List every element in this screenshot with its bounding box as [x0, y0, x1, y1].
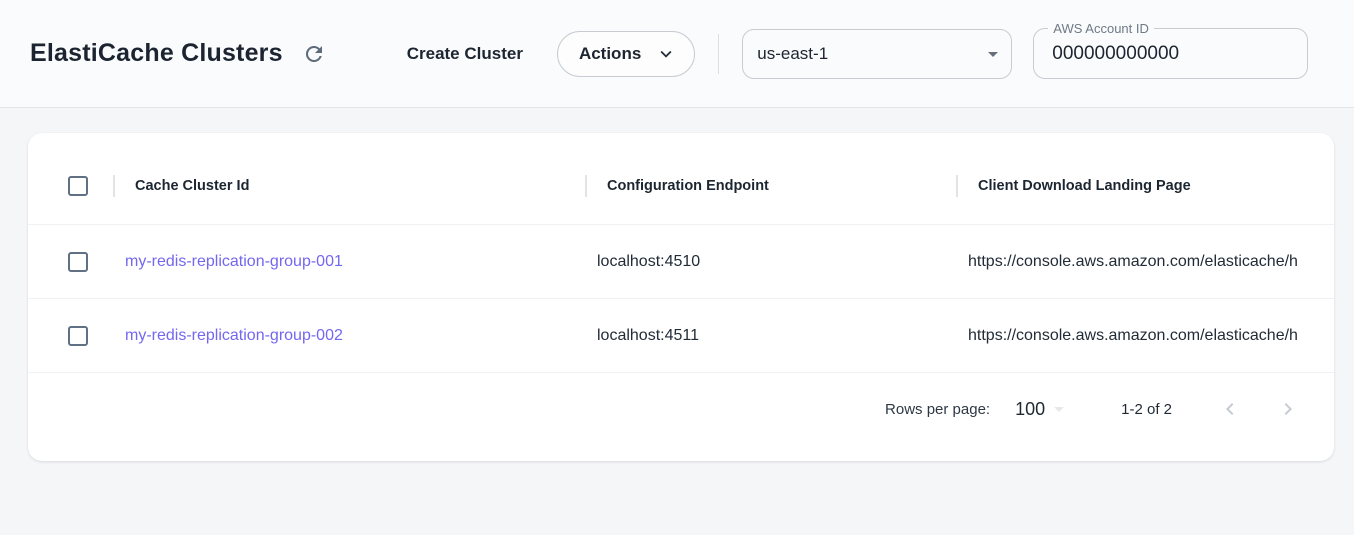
column-header-client-download-landing-page[interactable]: Client Download Landing Page	[956, 147, 1334, 224]
dropdown-arrow-icon	[1047, 397, 1071, 421]
create-cluster-button[interactable]: Create Cluster	[406, 43, 523, 63]
page-title: ElastiCache Clusters	[30, 39, 283, 67]
chevron-left-icon	[1218, 397, 1242, 421]
region-select-value: us-east-1	[757, 43, 829, 63]
table-row: my-redis-replication-group-002 localhost…	[28, 298, 1334, 372]
column-header-cache-cluster-id[interactable]: Cache Cluster Id	[113, 147, 585, 224]
rows-per-page-label: Rows per page:	[885, 400, 991, 418]
column-header-configuration-endpoint[interactable]: Configuration Endpoint	[585, 147, 956, 224]
cache-cluster-id-cell: my-redis-replication-group-001	[113, 225, 585, 298]
rows-per-page-value: 100	[1015, 398, 1046, 419]
row-checkbox[interactable]	[67, 251, 88, 272]
cluster-link[interactable]: my-redis-replication-group-002	[125, 326, 343, 344]
rows-per-page-select[interactable]: 100	[1015, 397, 1071, 421]
row-select-cell	[28, 299, 113, 372]
clusters-table-card: Cache Cluster Id Configuration Endpoint …	[28, 133, 1334, 461]
dropdown-arrow-icon	[981, 42, 1005, 66]
next-page-button[interactable]	[1276, 397, 1300, 421]
aws-account-id-label: AWS Account ID	[1048, 21, 1154, 36]
column-separator	[585, 174, 587, 197]
previous-page-button[interactable]	[1218, 397, 1242, 421]
cluster-link[interactable]: my-redis-replication-group-001	[125, 252, 343, 270]
chevron-down-icon	[655, 43, 677, 65]
pagination-range: 1-2 of 2	[1121, 400, 1172, 418]
row-checkbox[interactable]	[67, 325, 88, 346]
main-content: Cache Cluster Id Configuration Endpoint …	[0, 108, 1354, 461]
client-download-landing-page-cell: https://console.aws.amazon.com/elasticac…	[968, 252, 1298, 270]
actions-button-label: Actions	[578, 43, 642, 63]
select-all-cell	[28, 147, 113, 224]
chevron-right-icon	[1276, 397, 1300, 421]
column-separator	[956, 174, 958, 197]
configuration-endpoint-cell: localhost:4511	[597, 326, 699, 344]
column-separator	[113, 174, 115, 197]
region-select[interactable]: us-east-1	[742, 28, 1013, 79]
client-download-landing-page-cell: https://console.aws.amazon.com/elasticac…	[968, 326, 1298, 344]
select-all-checkbox[interactable]	[67, 175, 88, 196]
page-header: ElastiCache Clusters Create Cluster Acti…	[0, 0, 1354, 108]
refresh-button[interactable]	[299, 39, 329, 69]
aws-account-id-input[interactable]	[1034, 42, 1308, 65]
table-row: my-redis-replication-group-001 localhost…	[28, 224, 1334, 298]
actions-button[interactable]: Actions	[556, 30, 696, 77]
header-divider	[718, 33, 720, 74]
refresh-icon	[302, 42, 326, 66]
row-select-cell	[28, 225, 113, 298]
configuration-endpoint-cell: localhost:4510	[597, 252, 701, 270]
table-pagination: Rows per page: 100 1-2 of 2	[28, 372, 1334, 445]
table-header-row: Cache Cluster Id Configuration Endpoint …	[28, 133, 1334, 224]
aws-account-id-field: AWS Account ID	[1033, 21, 1309, 79]
cache-cluster-id-cell: my-redis-replication-group-002	[113, 299, 585, 372]
